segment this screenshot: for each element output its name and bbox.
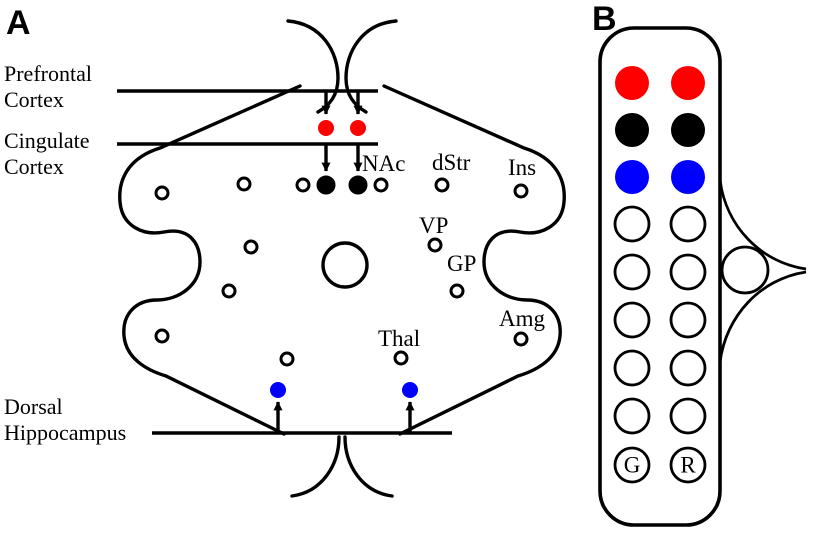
brain-border-right — [382, 84, 566, 436]
probe-contact-open-right-2[interactable] — [669, 253, 707, 291]
projection-arrows — [273, 91, 415, 433]
input-connector-lines — [117, 89, 452, 435]
probe-contact-red-right[interactable] — [671, 66, 705, 100]
probe-contact-open-left-5[interactable] — [613, 397, 651, 435]
probe-body[interactable] — [598, 26, 722, 527]
probe-contact-black-left[interactable] — [615, 113, 649, 147]
olfactory-bulb-right-arc — [344, 19, 398, 114]
site-open-left-upper — [154, 185, 170, 201]
probe-contact-open-right-5[interactable] — [669, 397, 707, 435]
site-open-ins — [513, 183, 529, 199]
probe-contact-red-left[interactable] — [615, 66, 649, 100]
site-filled-nac-2 — [348, 175, 368, 195]
site-open-lower-mid — [279, 351, 295, 367]
site-open-vp — [427, 237, 443, 253]
label-thal: Thal — [378, 326, 421, 351]
label-ins: Ins — [508, 155, 537, 180]
site-open-thal — [393, 350, 409, 366]
label-dorsal-hippocampus: Dorsal Hippocampus — [4, 394, 127, 445]
brainstem-right-arc — [343, 435, 394, 498]
probe-contact-ground-label: G — [624, 453, 641, 478]
site-blue-1 — [270, 382, 286, 398]
probe-contact-blue-right[interactable] — [671, 160, 705, 194]
label-vp: VP — [419, 213, 449, 238]
site-open-amg — [513, 331, 529, 347]
probe-contact-blue-left[interactable] — [615, 160, 649, 194]
neuron-diagram — [718, 179, 807, 363]
label-dstr: dStr — [432, 150, 471, 175]
probe-contact-open-left-4[interactable] — [613, 349, 651, 387]
probe-contact-open-left-1[interactable] — [613, 205, 651, 243]
site-filled-nac-1 — [316, 175, 336, 195]
neuron-dendrite-lower — [718, 270, 807, 363]
panel-b-letter: B — [592, 0, 617, 38]
probe-contact-open-right-4[interactable] — [669, 349, 707, 387]
panel-a-letter: A — [6, 4, 31, 42]
brain-outline — [118, 19, 566, 498]
site-open-gp — [449, 283, 465, 299]
olfactory-bulb-left-arc — [286, 19, 340, 114]
site-blue-2 — [402, 382, 418, 398]
site-red-1 — [318, 120, 334, 136]
site-open-nac-right — [373, 177, 389, 193]
neuron-soma — [720, 245, 770, 295]
probe-contact-ground[interactable] — [613, 446, 651, 484]
site-open-left-mid — [243, 239, 259, 255]
probe-contact-open-left-3[interactable] — [613, 301, 651, 339]
site-open-left-lower — [154, 328, 170, 344]
probe-contacts — [613, 66, 707, 484]
brainstem-left-arc — [290, 435, 341, 498]
label-prefrontal-cortex: Prefrontal Cortex — [4, 61, 92, 112]
site-open-nac-left — [295, 177, 311, 193]
site-open-dstr — [434, 177, 450, 193]
probe-contact-open-right-3[interactable] — [669, 301, 707, 339]
site-red-2 — [350, 120, 366, 136]
label-cingulate-cortex: Cingulate Cortex — [4, 128, 90, 179]
probe-contact-reference-label: R — [680, 453, 696, 478]
recording-sites — [154, 120, 529, 398]
probe-contact-open-left-2[interactable] — [613, 253, 651, 291]
probe-contact-reference[interactable] — [669, 446, 707, 484]
ventricle-circle — [321, 241, 369, 289]
probe-contact-black-right[interactable] — [671, 113, 705, 147]
probe-contact-open-right-1[interactable] — [669, 205, 707, 243]
site-open-left-mid2 — [221, 283, 237, 299]
site-open-midleft-upper — [236, 176, 252, 192]
label-nac: NAc — [362, 151, 406, 176]
label-gp: GP — [447, 251, 477, 276]
label-amg: Amg — [499, 306, 545, 331]
neuron-dendrite-upper — [718, 179, 807, 271]
brain-border-left — [118, 84, 302, 436]
